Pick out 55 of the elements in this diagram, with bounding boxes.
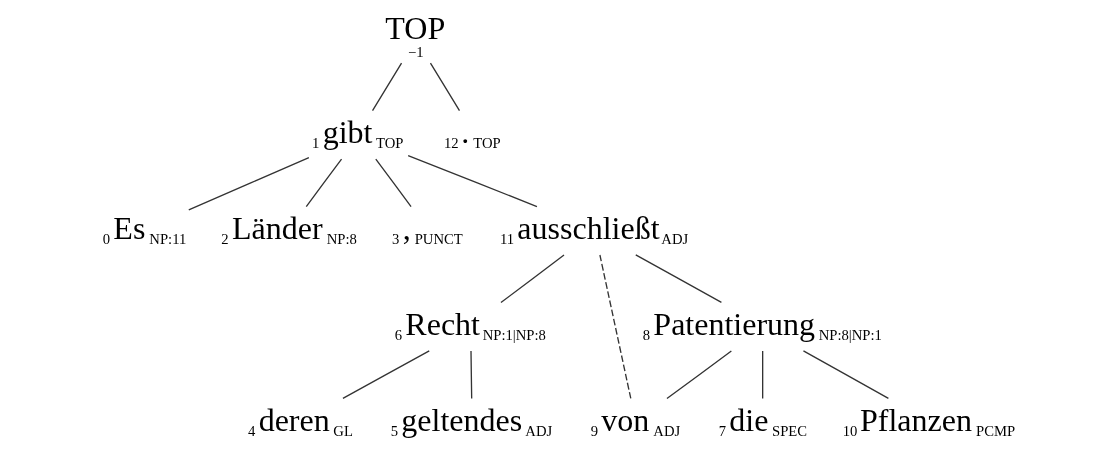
node-text: gibt [322, 113, 373, 150]
connector [500, 254, 565, 304]
node-label: ADJ [653, 422, 681, 439]
node-text: Recht [405, 305, 480, 342]
node-label: 2 [221, 230, 229, 247]
node-label: 7 [718, 422, 726, 439]
connector [375, 158, 412, 208]
node-label: NP:8|NP:1 [818, 326, 882, 343]
connector [371, 62, 403, 112]
node-label: 3 [392, 230, 400, 247]
node-text: Länder [232, 209, 323, 246]
connector [762, 350, 764, 400]
connector [599, 254, 632, 400]
node-text: Es [113, 209, 146, 246]
node-label: 12 [444, 134, 459, 151]
node-text: die [729, 401, 769, 438]
connector [342, 350, 430, 400]
node-label: TOP [473, 134, 501, 151]
connector [407, 154, 538, 208]
node-label: 0 [102, 230, 110, 247]
node-label: ADJ [525, 422, 553, 439]
node-label: 10 [842, 422, 858, 439]
node-label: NP:1|NP:8 [482, 326, 546, 343]
node-label: NP:8 [326, 230, 357, 247]
node-label: 11 [500, 230, 515, 247]
node-label: TOP [376, 134, 404, 151]
connector [188, 157, 310, 211]
node-label: 6 [394, 326, 402, 343]
node-label: GL [333, 422, 353, 439]
node-text: ausschließt [517, 209, 660, 246]
connector [470, 350, 473, 400]
node-text: von [601, 401, 650, 438]
node-label: ADJ [661, 230, 689, 247]
node-label: PCMP [976, 422, 1016, 439]
connector [802, 350, 890, 400]
node-label: 8 [642, 326, 650, 343]
node-text: Patentierung [653, 305, 816, 342]
connector [429, 62, 461, 112]
node-label: PUNCT [414, 230, 463, 247]
node-label: NP:11 [149, 230, 187, 247]
node-label: 1 [312, 134, 320, 151]
connector [305, 158, 343, 208]
node-label: 9 [590, 422, 598, 439]
node-text: geltendes [401, 401, 523, 438]
node-text: Pflanzen [860, 401, 972, 438]
connector [635, 254, 723, 304]
node-label: 5 [390, 422, 398, 439]
connector [666, 350, 733, 400]
node-label: −1 [408, 44, 424, 61]
node-label: 4 [248, 422, 256, 439]
node-text: , [402, 209, 411, 246]
node-label: SPEC [772, 422, 808, 439]
node-text: deren [258, 401, 330, 438]
node-text: TOP [385, 9, 446, 46]
node-text: . [461, 113, 470, 150]
